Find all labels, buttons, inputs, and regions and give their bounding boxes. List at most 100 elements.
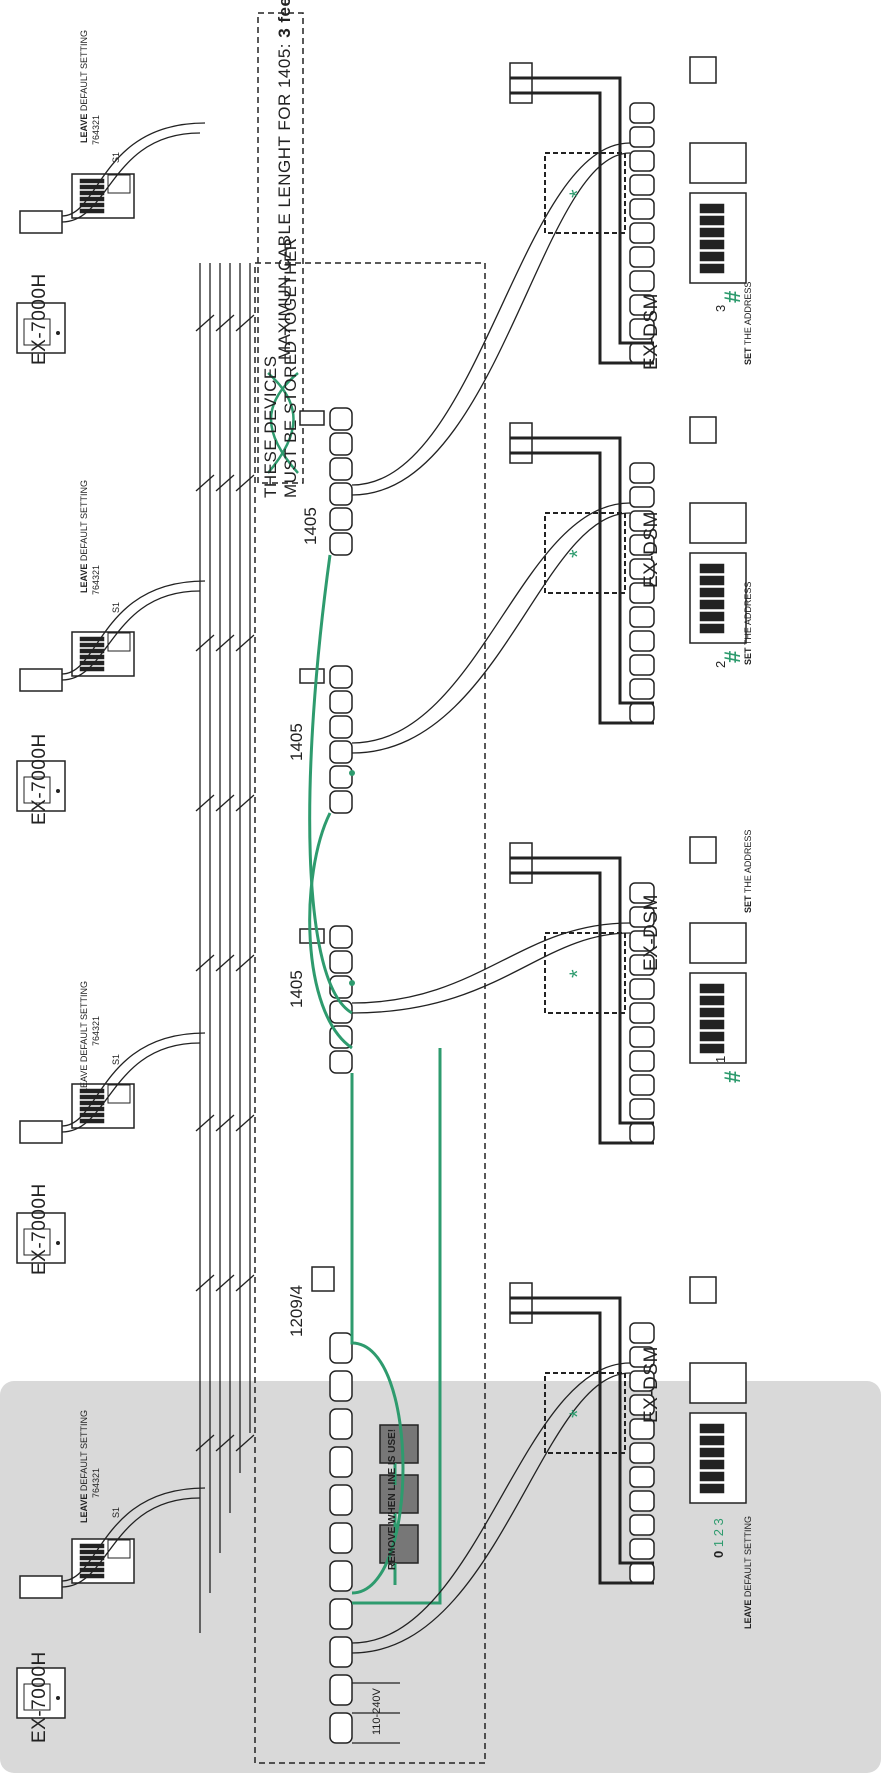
monitor-3-setting: LEAVE DEFAULT SETTING	[79, 479, 89, 593]
monitor-3-switch: S1	[111, 601, 121, 613]
bus-twist-970-2	[215, 794, 235, 812]
bus-twist-810-2	[215, 954, 235, 972]
power-supply-jumper-2	[379, 1474, 419, 1514]
door-station-2-asterisk: *	[565, 969, 590, 978]
door-station-3-terminal-3	[629, 654, 655, 676]
monitor-4-button	[56, 331, 60, 335]
door-station-4-dip-5	[699, 215, 725, 226]
door-station-2-dip-6	[699, 983, 725, 994]
door-station-1-terminal-8	[629, 1394, 655, 1416]
door-station-3-dip-5	[699, 575, 725, 586]
power-supply-terminal-6	[329, 1522, 353, 1554]
cable-length-note: MAXIMUN CABLE LENGHT FOR 1405: 3 feet	[275, 0, 294, 360]
green-link-3	[308, 812, 353, 1050]
door-station-3-terminal-9	[629, 510, 655, 532]
psu-to-ds-b	[351, 1362, 631, 1644]
door-station-2-terminal-7	[629, 978, 655, 1000]
door-station-4-dip-2	[699, 251, 725, 262]
monitor-2-switch: S1	[111, 1053, 121, 1065]
monitor-2-terminal-block	[19, 1120, 63, 1144]
door-station-4-dip-1	[699, 263, 725, 274]
door-station-2-dip-3	[699, 1019, 725, 1030]
bus-twist-490-0	[195, 1274, 215, 1292]
monitor-3-wire-b	[61, 580, 206, 675]
door-station-1-lock	[509, 1282, 533, 1324]
door-station-2-terminal-4	[629, 1050, 655, 1072]
door-station-1-power-loop-a	[510, 1311, 654, 1585]
door-station-3-power-loop-b	[510, 436, 654, 705]
bus-twist-1450-4	[235, 314, 255, 332]
monitor-1-s1	[107, 1539, 131, 1559]
door-station-3-setting: SET THE ADDRESS	[743, 581, 753, 665]
adapter-3-terminal-3	[329, 482, 353, 506]
door-station-2-terminal-9	[629, 930, 655, 952]
monitor-1-switch: S1	[111, 1506, 121, 1518]
door-station-1-terminal-3	[629, 1514, 655, 1536]
psu-to-ds-a	[351, 1372, 631, 1654]
monitor-2-dip-1	[79, 1118, 105, 1124]
door-station-2-terminal-8	[629, 954, 655, 976]
green-link-2	[352, 1048, 442, 1605]
door-station-4-lock	[509, 62, 533, 104]
bus-twist-490-2	[215, 1274, 235, 1292]
door-station-3-terminal-1	[629, 702, 655, 724]
door-station-1-dip-3	[699, 1459, 725, 1470]
door-station-1-setting: LEAVE DEFAULT SETTING	[743, 1515, 753, 1629]
door-station-1-model: EX-DSM	[641, 1346, 662, 1423]
monitor-4-dip-numbers: 764321	[91, 114, 101, 145]
door-station-2-address-unit	[689, 922, 747, 964]
monitor-4-dip-5	[79, 184, 105, 190]
monitor-3-dip-6	[79, 636, 105, 642]
door-station-4-terminal-7	[629, 198, 655, 220]
monitor-2-wire-b	[61, 1032, 206, 1127]
bus-twist-1290-0	[195, 474, 215, 492]
monitor-4-model: EX-7000H	[29, 273, 50, 365]
door-station-3-terminal-7	[629, 558, 655, 580]
adapter-3-terminal-2	[329, 507, 353, 531]
door-station-1-terminal-6	[629, 1442, 655, 1464]
adapter-3-icon	[299, 410, 325, 426]
door-station-3-dip-2	[699, 611, 725, 622]
monitor-4-dip-1	[79, 208, 105, 214]
power-supply-icon	[311, 1266, 335, 1292]
door-station-4-terminal-5	[629, 246, 655, 268]
bus-twist-650-0	[195, 1114, 215, 1132]
door-station-4-setting: SET THE ADDRESS	[743, 281, 753, 365]
cable-note-frame	[257, 12, 304, 484]
monitor-3-s1	[107, 632, 131, 652]
monitor-2-dip-5	[79, 1094, 105, 1100]
adapter-1-terminal-4	[329, 975, 353, 999]
door-station-3-terminal-8	[629, 534, 655, 556]
door-station-1-terminal-10	[629, 1346, 655, 1368]
monitor-1-terminal-block	[19, 1575, 63, 1599]
door-station-2-terminal-10	[629, 906, 655, 928]
bus-twist-650-2	[215, 1114, 235, 1132]
monitor-4-terminal-block	[19, 210, 63, 234]
bus-twist-970-0	[195, 794, 215, 812]
power-supply-terminal-9	[329, 1408, 353, 1440]
bus-twist-490-4	[235, 1274, 255, 1292]
door-station-4-hash: #	[720, 291, 745, 303]
adapter-2-model: 1405	[287, 723, 306, 761]
door-station-1-terminal-9	[629, 1370, 655, 1392]
monitor-2-dip-numbers: 764321	[91, 1015, 101, 1046]
door-station-2-setting: SET THE ADDRESS	[743, 829, 753, 913]
power-supply-terminal-7	[329, 1484, 353, 1516]
bus-twist-650-4	[235, 1114, 255, 1132]
adapter-3-model: 1405	[301, 507, 320, 545]
power-supply-terminal-8	[329, 1446, 353, 1478]
adapter-1-terminal-1	[329, 1050, 353, 1074]
monitor-1-model: EX-7000H	[29, 1651, 50, 1743]
power-voltage: 110-240V	[371, 1688, 383, 1735]
door-station-4-terminal-4	[629, 270, 655, 292]
monitor-3-button	[56, 789, 60, 793]
door-station-4-terminal-2	[629, 318, 655, 340]
adapter-1-terminal-6	[329, 925, 353, 949]
door-station-2-terminal-3	[629, 1074, 655, 1096]
adapter-2-terminal-5	[329, 690, 353, 714]
door-station-1-terminal-2	[629, 1538, 655, 1560]
bus-twist-970-4	[235, 794, 255, 812]
monitor-2-model: EX-7000H	[29, 1183, 50, 1275]
